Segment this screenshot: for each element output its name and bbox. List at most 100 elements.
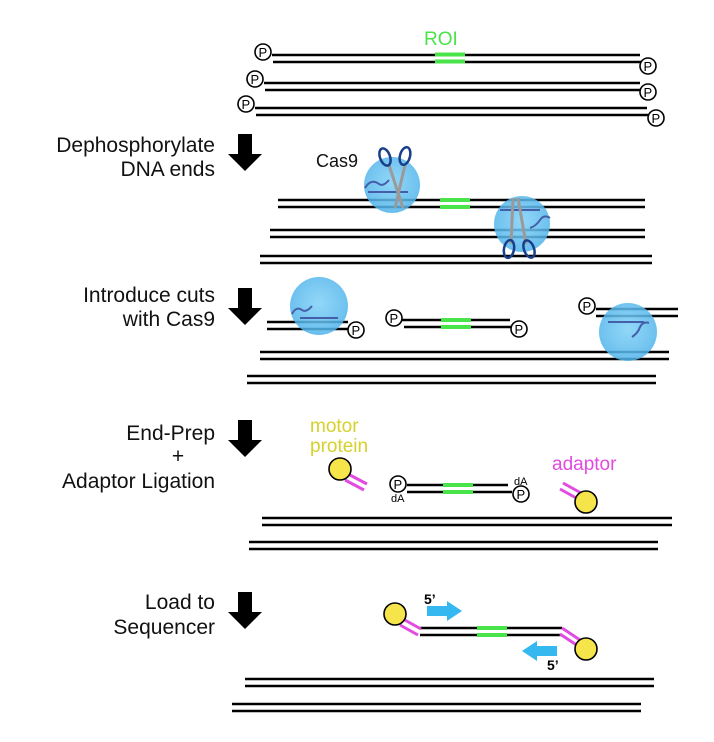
dna-duplex: P P <box>237 95 665 127</box>
step-label-line1: End-Prep <box>126 422 215 445</box>
step-introduce-cuts: Introduce cuts with Cas9 <box>83 284 262 331</box>
step-label-line2: with Cas9 <box>122 308 215 331</box>
step-label-line2: Sequencer <box>113 616 215 639</box>
da-tail-label: dA <box>391 493 405 505</box>
step-label-line3: Adaptor Ligation <box>62 470 215 493</box>
phosphate-icon: P <box>639 83 657 101</box>
right-arrow-icon <box>427 601 462 621</box>
scissors-icon <box>378 145 412 209</box>
reverse-primer-arrow: 5’ <box>522 641 559 673</box>
step-label-line1: Dephosphorylate <box>56 134 215 157</box>
dna-duplex <box>260 254 652 265</box>
left-arrow-icon <box>522 641 557 661</box>
svg-text:P: P <box>251 72 260 87</box>
dna-duplex <box>260 350 669 361</box>
end-prepped-roi-fragment: P P dA dA <box>389 475 530 505</box>
svg-text:P: P <box>390 311 399 326</box>
stage-cas9-binding: Cas9 <box>260 145 652 265</box>
svg-text:P: P <box>644 59 653 74</box>
svg-text:P: P <box>515 322 524 337</box>
motor-protein-label-line1: motor <box>310 416 359 437</box>
roi-fragment: P P <box>385 309 528 338</box>
step-label-line2: DNA ends <box>120 158 215 181</box>
motor-protein-icon <box>574 490 598 514</box>
down-arrow-icon <box>228 134 262 171</box>
phosphate-icon: P <box>647 109 665 127</box>
roi-segment <box>477 633 507 637</box>
motor-protein-label-line2: protein <box>310 436 368 457</box>
roi-segment <box>443 490 473 494</box>
phosphate-icon: P <box>385 309 403 327</box>
svg-text:P: P <box>352 323 361 338</box>
dna-duplex <box>247 374 656 385</box>
roi-label: ROI <box>424 29 458 50</box>
phosphate-icon: P <box>237 95 255 113</box>
phosphate-icon: P <box>512 485 530 503</box>
roi-segment <box>435 52 465 57</box>
down-arrow-icon <box>228 420 262 457</box>
stage-sequencing-library: 5’ 5’ <box>232 591 654 713</box>
phosphate-icon: P <box>389 475 407 493</box>
cas9-protein <box>290 277 348 335</box>
adaptor <box>561 626 581 642</box>
guide-rna <box>291 305 338 319</box>
svg-text:P: P <box>242 97 251 112</box>
cas9-protein <box>599 303 657 361</box>
motor-protein-icon <box>574 637 598 661</box>
motor-protein-icon <box>328 457 352 481</box>
adapted-roi-library <box>383 602 598 661</box>
scissors-icon <box>502 197 536 260</box>
cas9-label: Cas9 <box>316 151 358 171</box>
dna-duplex <box>232 702 641 713</box>
svg-text:P: P <box>652 111 661 126</box>
step-dephosphorylate: Dephosphorylate DNA ends <box>56 134 262 181</box>
roi-segment <box>441 325 471 329</box>
roi-segment <box>441 318 471 322</box>
dna-duplex <box>262 516 672 527</box>
phosphate-icon: P <box>246 70 264 88</box>
roi-segment <box>477 626 507 630</box>
adaptor-with-motor-protein <box>559 481 598 514</box>
phosphate-icon: P <box>347 321 365 339</box>
svg-text:P: P <box>583 299 592 314</box>
dna-duplex: P P <box>246 70 657 101</box>
svg-text:P: P <box>394 477 403 492</box>
stage-cut-fragments: P P P P <box>247 277 678 385</box>
down-arrow-icon <box>228 288 262 325</box>
five-prime-label: 5’ <box>547 657 559 673</box>
svg-text:P: P <box>517 487 526 502</box>
step-label-line1: Introduce cuts <box>83 284 215 307</box>
stage-genomic-dna: ROI P P P P <box>237 29 665 127</box>
dna-duplex: P P <box>254 43 657 75</box>
step-label-line1: Load to <box>145 591 215 614</box>
phosphate-icon: P <box>254 43 272 61</box>
dna-duplex <box>278 198 645 209</box>
motor-protein-icon <box>383 602 407 626</box>
dna-fragment: P <box>267 277 365 339</box>
step-end-prep-ligation: End-Prep + Adaptor Ligation <box>62 420 262 493</box>
guide-rna <box>364 179 408 193</box>
five-prime-label: 5’ <box>424 591 436 607</box>
adaptor <box>402 617 422 631</box>
stage-end-prep: motor protein P P dA dA adaptor <box>249 416 672 551</box>
forward-primer-arrow: 5’ <box>424 591 462 621</box>
roi-segment <box>435 59 465 64</box>
svg-text:P: P <box>644 85 653 100</box>
phosphate-icon: P <box>578 297 596 315</box>
step-load-sequencer: Load to Sequencer <box>113 591 262 639</box>
roi-segment <box>443 483 473 487</box>
adaptor-label: adaptor <box>552 454 617 475</box>
guide-rna <box>608 321 650 338</box>
roi-segment <box>440 198 470 202</box>
phosphate-icon: P <box>639 57 657 75</box>
da-tail-label: dA <box>514 476 528 488</box>
dna-duplex <box>249 540 658 551</box>
dna-duplex <box>245 677 654 688</box>
cas9-protein <box>364 145 420 213</box>
down-arrow-icon <box>228 592 262 629</box>
roi-segment <box>440 205 470 209</box>
dna-duplex <box>270 228 645 239</box>
motor-protein-adaptor <box>328 457 368 492</box>
cas9-protein <box>494 196 551 260</box>
